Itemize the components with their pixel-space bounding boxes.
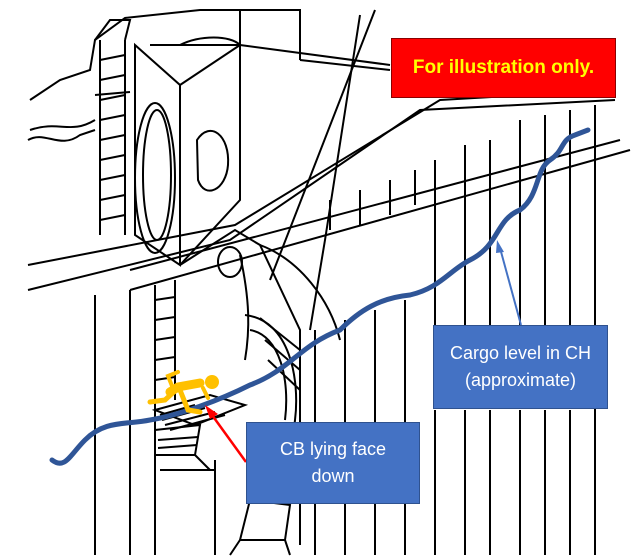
person-lying-face-down-figure — [147, 370, 219, 415]
illustration-disclaimer-banner: For illustration only. — [391, 38, 616, 98]
cargo-level-line — [49, 127, 591, 466]
cb-position-callout: CB lying face down — [246, 422, 420, 504]
cargo-level-callout: Cargo level in CH (approximate) — [433, 325, 608, 409]
cb-pointer-arrow — [205, 405, 248, 463]
cargo-level-pointer-arrow — [496, 240, 522, 326]
